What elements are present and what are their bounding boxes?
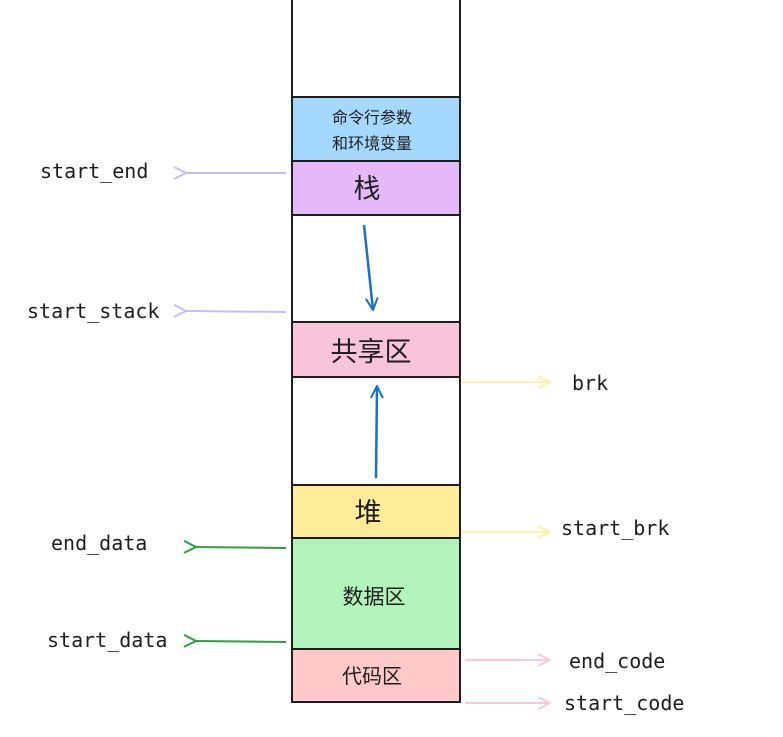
segment-stack-label: 栈: [354, 174, 381, 205]
segment-data-label: 数据区: [343, 585, 406, 609]
pointer-start-end: start_end: [40, 159, 286, 183]
segment-args-env-label-line2: 和环境变量: [332, 134, 412, 153]
pointer-start-data: start_data: [47, 628, 287, 652]
pointer-end-code: end_code: [465, 649, 665, 673]
segment-code-label: 代码区: [342, 664, 402, 688]
segment-shared: 共享区: [291, 321, 461, 378]
pointer-end-data-label: end_data: [51, 531, 147, 555]
pointer-brk: brk: [462, 371, 608, 395]
pointer-start-stack-arrow: [186, 311, 287, 312]
segment-data: 数据区: [291, 537, 461, 650]
pointer-start-stack: start_stack: [27, 299, 287, 323]
pointer-start-brk-label: start_brk: [561, 516, 669, 540]
segment-code-box: [291, 648, 461, 703]
segment-args-env: 命令行参数 和环境变量: [291, 96, 461, 162]
pointer-start-end-label: start_end: [40, 159, 148, 183]
pointer-start-brk: start_brk: [462, 516, 669, 540]
stack-growth-arrow: [362, 224, 373, 310]
segment-heap-label: 堆: [355, 498, 382, 529]
segment-data-box: [291, 537, 461, 650]
pointer-start-code-label: start_code: [564, 691, 684, 715]
pointer-end-data-arrow: [196, 547, 287, 548]
pointer-brk-label: brk: [572, 371, 608, 395]
pointer-start-stack-label: start_stack: [27, 299, 159, 323]
heap-growth-arrow: [376, 386, 377, 479]
segment-code: 代码区: [291, 648, 461, 703]
pointer-start-code: start_code: [465, 691, 684, 715]
pointer-end-code-label: end_code: [569, 649, 665, 673]
segment-shared-box: [291, 321, 461, 378]
segment-heap: 堆: [291, 484, 461, 539]
segment-stack: 栈: [291, 160, 461, 216]
segment-shared-label: 共享区: [331, 337, 412, 368]
pointer-start-data-label: start_data: [47, 628, 167, 652]
pointer-end-data: end_data: [51, 531, 287, 555]
pointer-start-data-arrow: [196, 641, 287, 642]
segment-stack-box: [291, 160, 461, 216]
segment-args-env-label-line1: 命令行参数: [332, 108, 412, 127]
